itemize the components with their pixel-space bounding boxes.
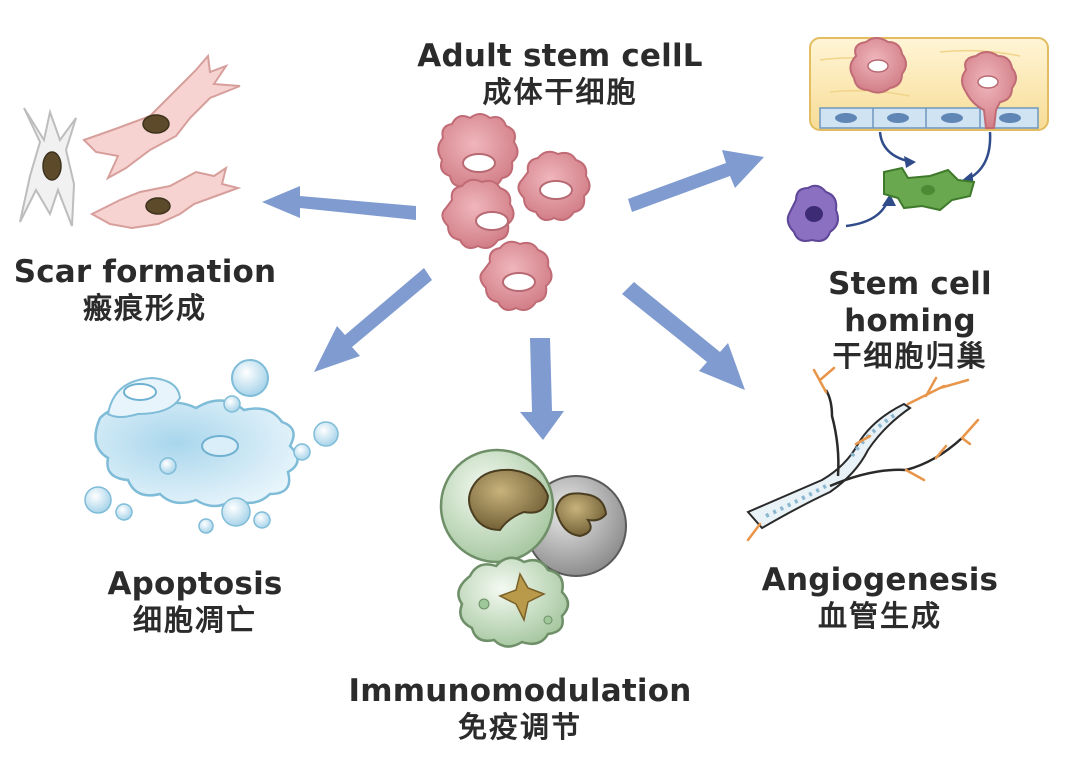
angiogenesis-illustration [746,366,980,542]
scar-formation-label: Scar formation 瘢痕形成 [0,254,290,325]
immune-cell [457,556,570,648]
arrow-to-immunomodulation [520,338,564,440]
angiogenesis-label-en: Angiogenesis [761,562,999,598]
arrow-to-homing [628,150,764,212]
blood-vessel [809,37,1049,131]
fibroblast [19,107,77,227]
apoptosis-label-en: Apoptosis [107,566,283,602]
stem-cell [517,150,591,221]
leukocyte [786,184,839,242]
scar-formation-label-en: Scar formation [13,254,277,290]
fibroblast [89,165,242,230]
apoptotic-body [84,359,339,534]
stem-cell-cluster [437,113,591,311]
immunomodulation-label: Immunomodulation 免疫调节 [340,673,700,744]
immune-cell [439,448,555,564]
apoptosis-illustration [84,359,339,534]
apoptosis-label-zh: 细胞凋亡 [132,602,257,637]
angiogenesis-label-zh: 血管生成 [817,598,942,633]
capillary-branch [746,389,963,530]
center-label: Adult stem cellL 成体干细胞 [400,38,720,109]
apoptosis-label: Apoptosis 细胞凋亡 [70,566,320,637]
endothelial-cell [835,108,1021,128]
scar-fibroblasts-illustration [19,53,242,230]
arrow-to-apoptosis [314,268,432,372]
arrow-to-scar [262,186,416,220]
center-label-en: Adult stem cellL [417,38,703,74]
immunomodulation-label-en: Immunomodulation [348,673,692,709]
immunomodulation-illustration [439,448,627,648]
stem-cell [961,51,1017,129]
stem-cell [437,113,519,191]
stem-cell [441,178,515,249]
immunomodulation-label-zh: 免疫调节 [457,709,582,744]
scar-formation-label-zh: 瘢痕形成 [82,290,207,325]
stem-cell-homing-label-en: Stem cell homing [828,266,992,339]
stem-cell-homing-label: Stem cell homing 干细胞归巢 [760,266,1060,373]
apoptotic-cell [94,376,299,508]
stem-cell [479,240,553,311]
sprouting-branch [746,366,980,542]
stem-cell-homing-label-zh: 干细胞归巢 [832,339,988,374]
angiogenesis-label: Angiogenesis 血管生成 [760,562,1000,633]
arrow-to-angiogenesis [622,282,745,390]
target-cell [883,166,976,212]
fibroblast [82,53,241,181]
homing-illustration [786,37,1049,242]
stem-cell [849,37,907,94]
center-label-zh: 成体干细胞 [482,74,638,109]
